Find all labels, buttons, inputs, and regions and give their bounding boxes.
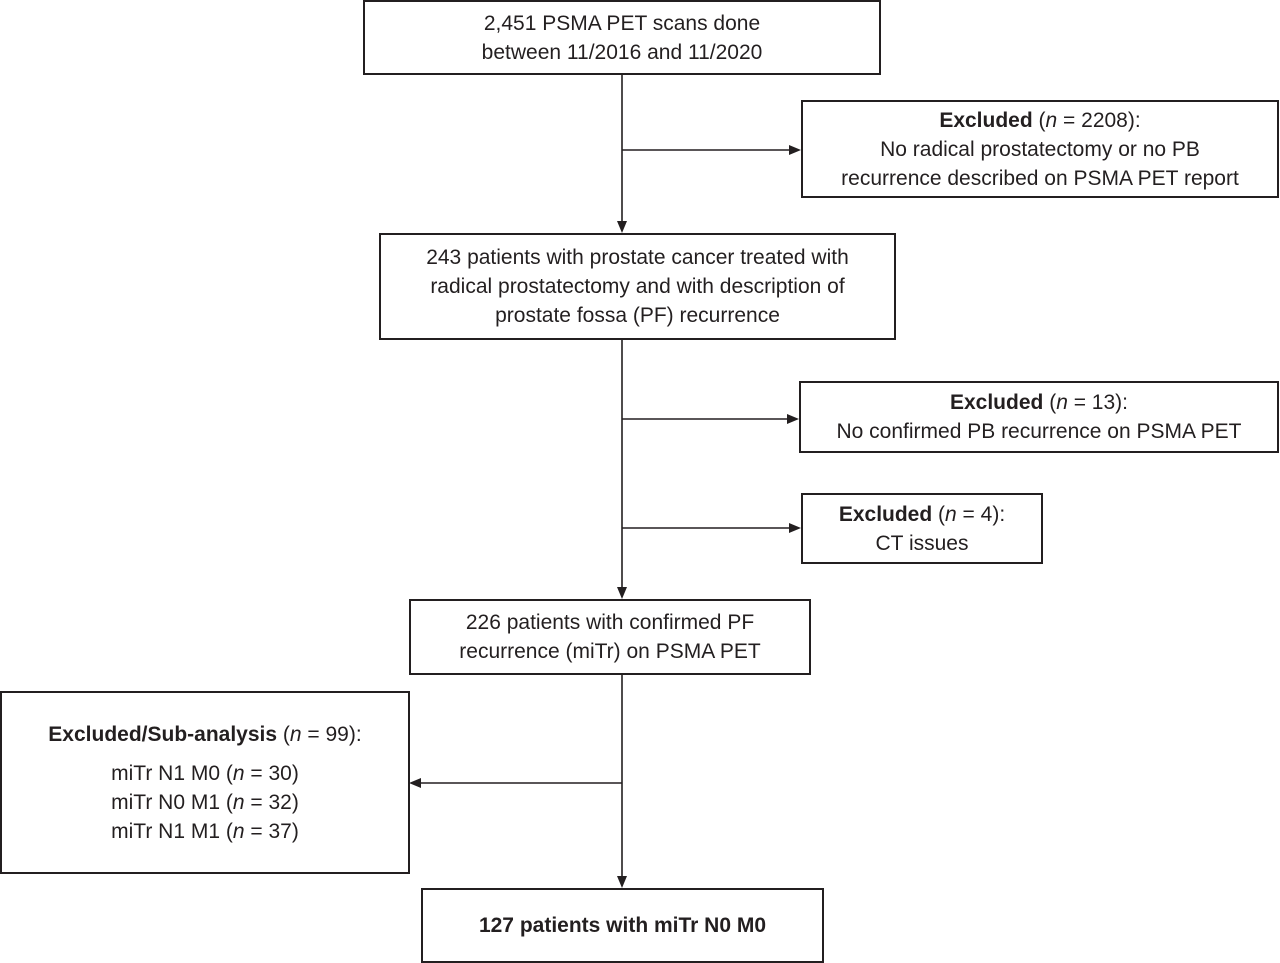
excluded3-open-paren: (: [932, 502, 946, 526]
excluded4-item-3-n: n: [232, 819, 245, 843]
box3-line1: 226 patients with confirmed PF: [465, 611, 755, 634]
excluded4-count: = 99):: [301, 722, 362, 746]
excluded2-open-paren: (: [1043, 391, 1057, 414]
box2-line1: 243 patients with prostate cancer treate…: [426, 246, 849, 269]
box1-line1: 2,451 PSMA PET scans done: [483, 11, 761, 35]
excluded1-heading: Excluded (n = 2208):: [939, 106, 1140, 135]
excluded3-heading: Excluded (n = 4):: [839, 500, 1005, 529]
arrowhead-box3: [617, 587, 627, 599]
excluded2-n: n: [1056, 391, 1068, 414]
arrowhead-excluded4: [409, 778, 421, 788]
excluded4-item-2-n: n: [232, 790, 245, 814]
arrowhead-excluded3: [789, 523, 801, 533]
excluded4-item-3-prefix: miTr N1 M1 (: [111, 819, 233, 843]
excluded2-count: = 13):: [1067, 391, 1128, 414]
excluded3-label: Excluded: [838, 502, 933, 526]
box3-line2: recurrence (miTr) on PSMA PET: [459, 640, 761, 663]
excluded4-item-3: miTr N1 M1 (n = 37): [111, 817, 299, 846]
arrowhead-excluded1: [789, 145, 801, 155]
excluded4-item-2: miTr N0 M1 (n = 32): [111, 788, 299, 817]
excluded4-label: Excluded/Sub-analysis: [48, 722, 278, 746]
excluded1-line3: recurrence described on PSMA PET report: [841, 166, 1239, 190]
excluded4-item-2-prefix: miTr N0 M1 (: [111, 790, 233, 814]
box2-line2: radical prostatectomy and with descripti…: [430, 275, 845, 298]
excluded1-line2: No radical prostatectomy or no PB: [880, 137, 1200, 161]
excluded3-n: n: [945, 502, 957, 526]
excluded1-count: = 2208):: [1057, 108, 1141, 132]
excluded4-open-paren: (: [277, 722, 290, 746]
excluded2-label: Excluded: [949, 391, 1044, 414]
excluded4-item-1-n: n: [232, 761, 245, 785]
arrowhead-excluded2: [787, 414, 799, 424]
excluded4-n: n: [289, 722, 302, 746]
excluded4-item-2-suffix: = 32): [244, 790, 299, 814]
arrowhead-box2: [617, 221, 627, 233]
excluded3-count: = 4):: [956, 502, 1006, 526]
excluded4-item-1-suffix: = 30): [244, 761, 299, 785]
flow-box-243-patients: 243 patients with prostate cancer treate…: [379, 233, 896, 340]
flow-box-excluded-sub-analysis: Excluded/Sub-analysis (n = 99): miTr N1 …: [0, 691, 410, 874]
flow-box-excluded-no-prostatectomy: Excluded (n = 2208): No radical prostate…: [801, 100, 1279, 198]
excluded2-line2: No confirmed PB recurrence on PSMA PET: [836, 420, 1242, 443]
excluded4-item-3-suffix: = 37): [244, 819, 299, 843]
box2-line3: prostate fossa (PF) recurrence: [495, 304, 780, 327]
flow-box-psma-scans: 2,451 PSMA PET scans done between 11/201…: [363, 0, 881, 75]
flow-box-excluded-no-confirmed-pb: Excluded (n = 13): No confirmed PB recur…: [799, 381, 1279, 453]
excluded1-open-paren: (: [1032, 108, 1046, 132]
excluded2-heading: Excluded (n = 13):: [950, 388, 1128, 417]
flow-box-127-patients: 127 patients with miTr N0 M0: [421, 888, 824, 963]
box4-line1: 127 patients with miTr N0 M0: [478, 914, 767, 937]
excluded4-heading: Excluded/Sub-analysis (n = 99):: [48, 720, 361, 749]
box1-line2: between 11/2016 and 11/2020: [481, 40, 763, 64]
excluded1-label: Excluded: [939, 108, 1033, 132]
excluded1-n: n: [1045, 108, 1058, 132]
arrowhead-box4: [617, 876, 627, 888]
excluded4-item-1-prefix: miTr N1 M0 (: [111, 761, 233, 785]
flow-box-excluded-ct-issues: Excluded (n = 4): CT issues: [801, 493, 1043, 564]
excluded4-item-1: miTr N1 M0 (n = 30): [111, 759, 299, 788]
flow-box-226-patients: 226 patients with confirmed PF recurrenc…: [409, 599, 811, 675]
excluded3-line2: CT issues: [875, 531, 969, 555]
